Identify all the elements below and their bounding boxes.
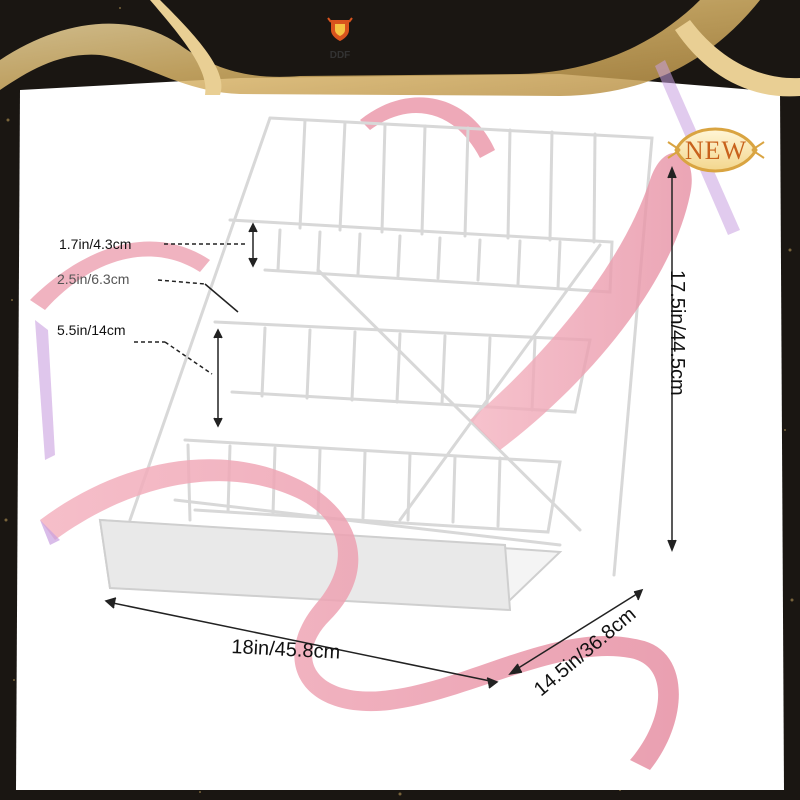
new-badge	[667, 127, 765, 173]
slot-height-label: 1.7in/4.3cm	[59, 236, 132, 252]
height-label: 17.5in/44.5cm	[666, 270, 688, 396]
gold-ribbon-curl	[150, 0, 222, 95]
gold-ribbon-top	[0, 0, 760, 96]
lavender-ribbon-left	[35, 320, 55, 460]
gold-ribbon-right	[675, 20, 800, 97]
brand-name: DDF	[329, 50, 351, 61]
new-badge-label: NEW	[684, 136, 748, 165]
shield-crest-icon	[327, 17, 353, 41]
dimension-lines	[104, 165, 677, 689]
slot-depth-label: 2.5in/6.3cm	[57, 271, 130, 287]
white-panel	[16, 74, 784, 790]
tier-spacing-label: 5.5in/14cm	[57, 322, 126, 338]
pink-ribbon-back	[360, 97, 495, 158]
pink-ribbon-front	[40, 459, 679, 770]
glitter-texture	[4, 7, 794, 796]
base-front-panel	[98, 518, 512, 612]
